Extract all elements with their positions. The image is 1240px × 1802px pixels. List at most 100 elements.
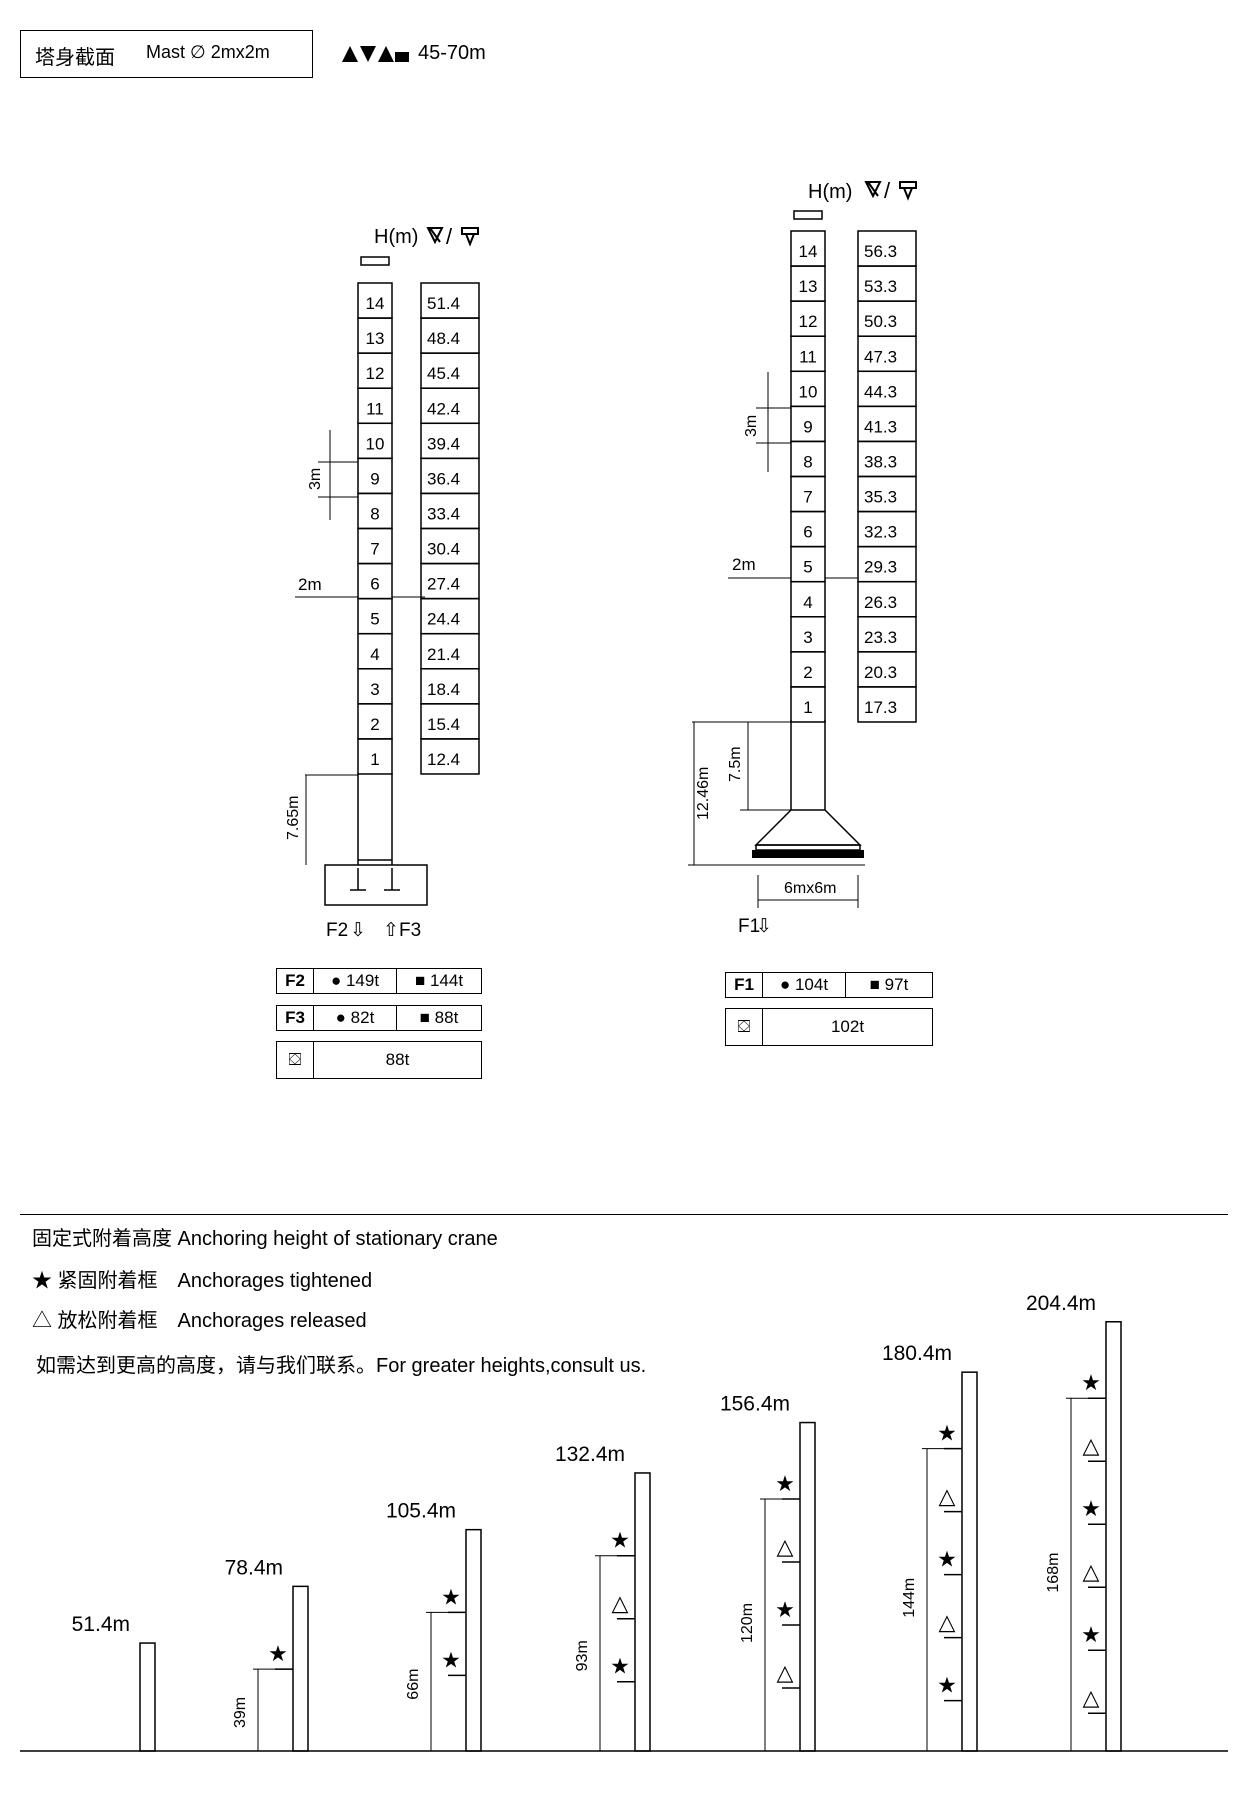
value: 149t — [345, 971, 380, 990]
left-load-table: F2 ● 149t ■ 144t F3 ● 82t ■ 88t ⛋ 88t — [276, 968, 482, 1079]
crane-mast — [292, 1585, 309, 1752]
segment-number: 10 — [366, 434, 385, 453]
crane-mast — [961, 1371, 978, 1752]
segment-number: 5 — [803, 558, 812, 577]
jib-range: 45-70m — [418, 42, 486, 64]
hook-icon — [899, 181, 917, 201]
crane-height-label: 105.4m — [386, 1500, 456, 1523]
value: 97t — [884, 975, 909, 994]
table-row: F2 ● 149t ■ 144t — [276, 968, 482, 994]
height-value: 45.4 — [427, 364, 460, 383]
value: 88t — [434, 1008, 459, 1027]
segment-number: 12 — [799, 312, 818, 331]
segment-number: 7 — [370, 540, 379, 559]
left-dim-base: 7.65m — [285, 796, 302, 840]
left-dim-2m: 2m — [298, 575, 322, 594]
segment-number: 2 — [803, 663, 812, 682]
height-value: 32.3 — [864, 523, 897, 542]
star-icon: ★ — [937, 1547, 957, 1572]
segment-number: 10 — [799, 382, 818, 401]
segment-number: 12 — [366, 364, 385, 383]
segment-number: 1 — [370, 750, 379, 769]
right-dim-2m: 2m — [732, 555, 756, 574]
segment-number: 3 — [803, 628, 812, 647]
segment-number: 13 — [366, 329, 385, 348]
crane-height-label: 51.4m — [72, 1613, 130, 1636]
height-value: 41.3 — [864, 417, 897, 436]
mast-section-box: 塔身截面 Mast ∅ 2mx2m — [20, 30, 313, 78]
star-icon: ★ — [1081, 1496, 1101, 1521]
star-icon: ★ — [775, 1471, 795, 1496]
height-value: 35.3 — [864, 488, 897, 507]
height-value: 47.3 — [864, 347, 897, 366]
hook-icon — [864, 181, 882, 199]
anchor-dim-label: 120m — [739, 1603, 756, 1643]
value: 144t — [429, 971, 464, 990]
svg-text:⇩: ⇩ — [756, 916, 772, 937]
height-value: 27.4 — [427, 575, 460, 594]
anchor-dim-label: 93m — [574, 1640, 591, 1671]
table-row: F1 ● 104t ■ 97t — [725, 972, 933, 998]
height-value: 15.4 — [427, 715, 460, 734]
star-icon: ★ — [441, 1647, 461, 1672]
svg-text:⇩: ⇩ — [350, 920, 366, 941]
segment-number: 11 — [366, 399, 384, 418]
cell: ■ 88t — [419, 1008, 459, 1027]
segment-number: 14 — [799, 242, 818, 261]
star-icon: ★ — [610, 1654, 630, 1679]
svg-text:⇧: ⇧ — [383, 920, 399, 941]
height-value: 36.4 — [427, 469, 460, 488]
weight-value: 102t — [830, 1017, 865, 1036]
triangle-icon: △ — [1083, 1559, 1100, 1584]
segment-number: 11 — [799, 347, 817, 366]
row-label: F2 — [277, 969, 314, 993]
cell: ■ 144t — [414, 971, 464, 990]
star-icon: ★ — [937, 1421, 957, 1446]
right-h-label: H(m) — [808, 181, 852, 203]
segment-number: 5 — [370, 610, 379, 629]
height-value: 48.4 — [427, 329, 460, 348]
svg-text:/: / — [446, 224, 453, 249]
height-value: 44.3 — [864, 382, 897, 401]
right-dim-3m: 3m — [743, 415, 760, 437]
cell: ● 82t — [314, 1006, 397, 1030]
height-value: 24.4 — [427, 610, 460, 629]
anchor-dim-label: 66m — [405, 1669, 422, 1700]
height-value: 53.3 — [864, 277, 897, 296]
weight-value: 88t — [385, 1050, 410, 1069]
anchor-dim-label: 144m — [901, 1578, 918, 1618]
right-load-table: F1 ● 104t ■ 97t ⛋ 102t — [725, 972, 933, 1046]
cell: ● 149t — [314, 969, 397, 993]
right-f1-label: F1 — [738, 916, 760, 937]
crane-mast — [465, 1528, 482, 1752]
segment-number: 8 — [803, 452, 812, 471]
height-value: 42.4 — [427, 399, 460, 418]
triangle-icon: △ — [939, 1610, 956, 1635]
table-row: F3 ● 82t ■ 88t — [276, 1005, 482, 1031]
triangle-icon: △ — [777, 1660, 794, 1685]
row-label: F1 — [726, 973, 763, 997]
crane-height-label: 180.4m — [882, 1342, 952, 1365]
star-icon: ★ — [1081, 1622, 1101, 1647]
left-dim-3m: 3m — [307, 468, 324, 490]
row-label: F3 — [277, 1006, 314, 1030]
table-row: ⛋ 102t — [725, 1008, 933, 1046]
right-dim-chassis: 6mx6m — [784, 880, 836, 897]
crane-mast — [139, 1642, 156, 1752]
height-value: 12.4 — [427, 750, 460, 769]
svg-text:/: / — [884, 178, 891, 203]
height-value: 33.4 — [427, 504, 460, 523]
cell: ● 104t — [763, 973, 846, 997]
segment-number: 6 — [370, 575, 379, 594]
segment-number: 3 — [370, 680, 379, 699]
left-f3-label: F3 — [399, 920, 421, 941]
height-value: 50.3 — [864, 312, 897, 331]
height-value: 30.4 — [427, 540, 460, 559]
star-icon: ★ — [610, 1528, 630, 1553]
value: 82t — [350, 1008, 375, 1027]
star-icon: ★ — [268, 1641, 288, 1666]
triangle-icon: △ — [1083, 1433, 1100, 1458]
